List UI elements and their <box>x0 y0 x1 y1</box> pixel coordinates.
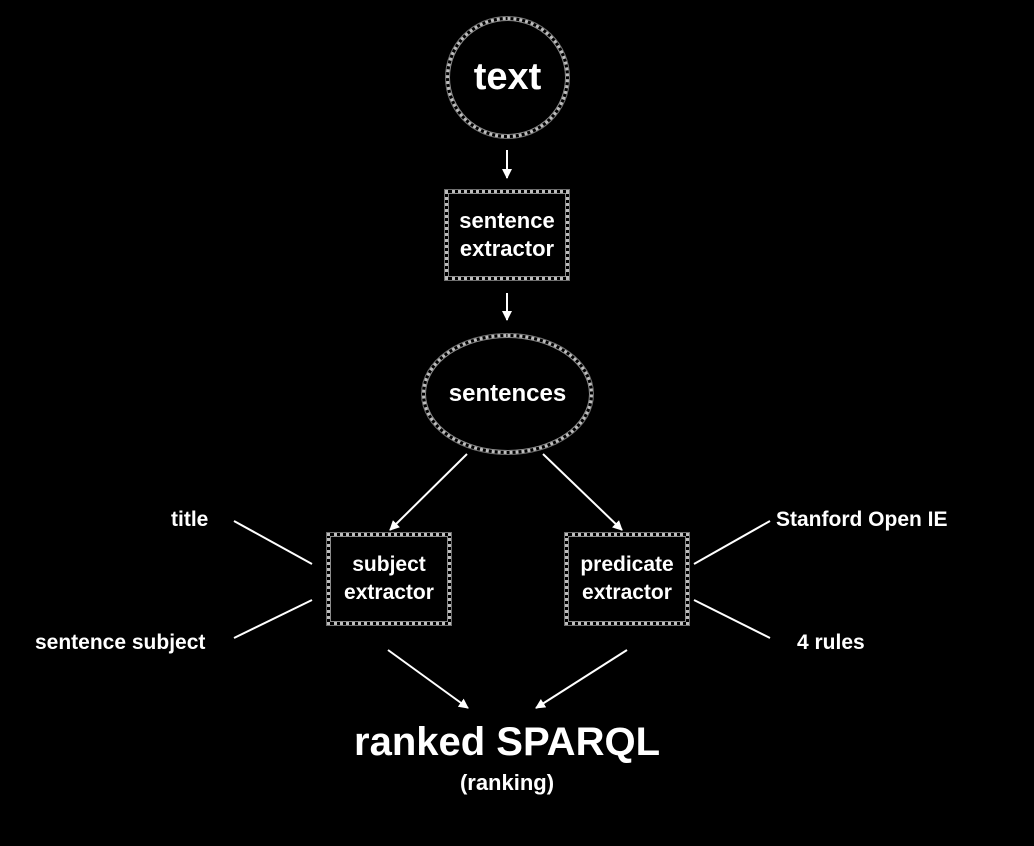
input-label-4-rules: 4 rules <box>797 631 865 654</box>
sentences-node: sentences <box>422 334 593 454</box>
arrow-subject-extractor-to-output <box>387 649 469 709</box>
text-node-label: text <box>473 56 542 98</box>
line-sentence-subject-to-subject-extractor <box>233 599 313 639</box>
subject-extractor-node: subject extractor <box>327 533 451 625</box>
arrow-predicate-extractor-to-output <box>535 649 628 709</box>
subject-extractor-label-line2: extractor <box>344 581 434 604</box>
input-label-stanford-open-ie: Stanford Open IE <box>776 508 948 531</box>
line-stanford-open-ie-to-predicate-extractor <box>693 520 771 565</box>
predicate-extractor-label-line2: extractor <box>582 581 672 604</box>
input-label-title: title <box>171 508 209 531</box>
sentence-extractor-node: sentence extractor <box>445 190 569 280</box>
text-node: text <box>446 17 569 138</box>
input-label-sentence-subject: sentence subject <box>35 631 206 654</box>
output-title: ranked SPARQL <box>354 720 660 764</box>
output-subtitle: (ranking) <box>459 770 555 795</box>
line-title-to-subject-extractor <box>233 520 313 565</box>
sentence-extractor-label-line2: extractor <box>459 236 555 261</box>
arrow-sentences-to-subject-extractor <box>389 453 468 531</box>
predicate-extractor-node: predicate extractor <box>565 533 689 625</box>
sentences-node-label: sentences <box>448 380 567 407</box>
arrow-sentences-to-predicate-extractor <box>542 453 623 531</box>
line-4-rules-to-predicate-extractor <box>693 599 771 639</box>
sentence-extractor-label-line1: sentence <box>459 208 555 233</box>
subject-extractor-label-line1: subject <box>352 553 426 576</box>
predicate-extractor-label-line1: predicate <box>580 553 674 576</box>
